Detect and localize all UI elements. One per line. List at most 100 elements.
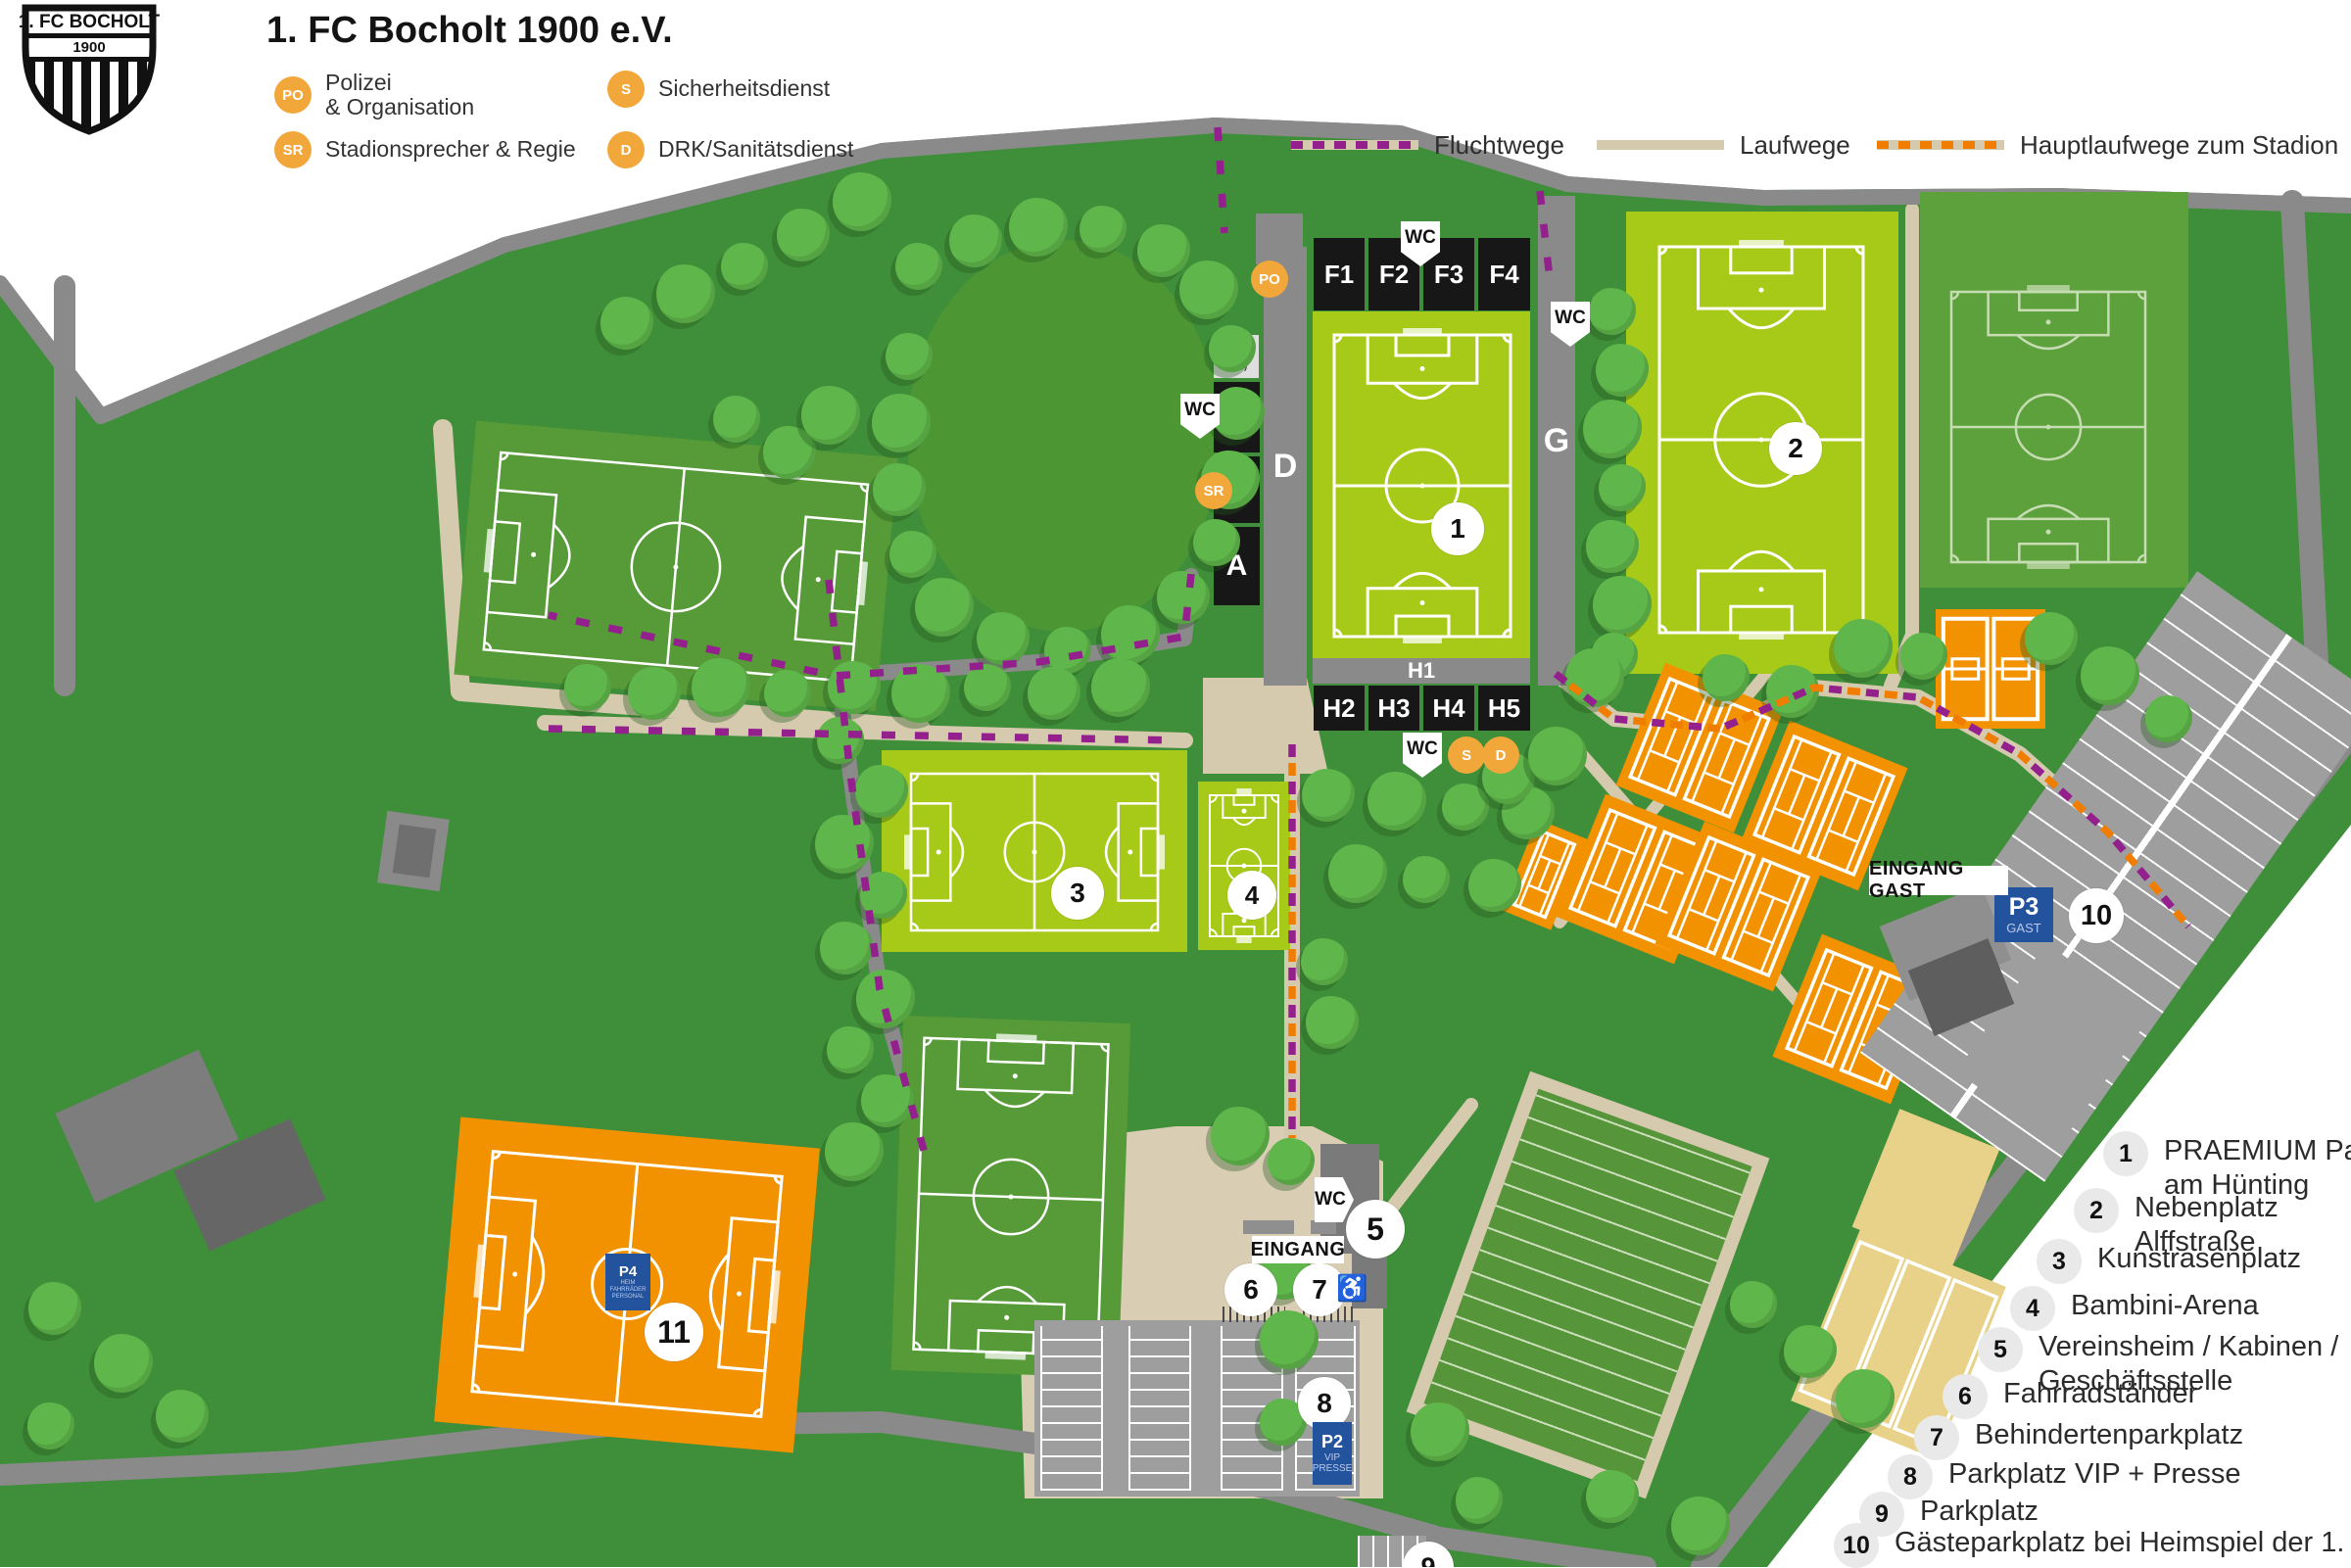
- stand-h2: H2: [1314, 686, 1365, 731]
- label-eingang-gast: EINGANG GAST: [1869, 858, 2008, 902]
- tree: [2145, 695, 2192, 742]
- sign-p3-line-2: GAST: [2006, 920, 2041, 935]
- tree: [713, 396, 760, 443]
- stand-h5: H5: [1478, 686, 1530, 731]
- stand-h4: H4: [1423, 686, 1474, 731]
- parking-p2-row-1: [1040, 1326, 1103, 1491]
- tree: [1302, 769, 1355, 822]
- tree: [27, 1402, 74, 1449]
- tree: [949, 214, 1002, 267]
- sign-p4-line-3: FAHRRÄDER: [609, 1286, 647, 1293]
- sign-p4-line-2: HEIM: [620, 1280, 636, 1287]
- tree: [1044, 627, 1091, 674]
- pitch-4: [1198, 782, 1290, 950]
- tree: [915, 578, 974, 637]
- tree: [1367, 772, 1426, 831]
- pitch-11: [434, 1117, 820, 1453]
- tree: [1671, 1497, 1730, 1555]
- tree: [1456, 1477, 1503, 1524]
- tree: [1179, 261, 1238, 319]
- marker-6: 6: [1224, 1263, 1277, 1316]
- marker-10: 10: [2069, 888, 2124, 943]
- marker-5: 5: [1346, 1200, 1405, 1259]
- pitch-2: [1626, 212, 1898, 674]
- tree: [1080, 206, 1127, 253]
- marker-1: 1: [1431, 502, 1484, 555]
- tree: [1403, 856, 1450, 903]
- sign-p2-line-3: PRESSE: [1312, 1462, 1353, 1474]
- pitch-3: [882, 750, 1187, 952]
- tree: [721, 243, 768, 290]
- tree: [1468, 859, 1521, 912]
- tree: [156, 1390, 209, 1443]
- tree: [1091, 658, 1150, 717]
- tree: [817, 717, 864, 764]
- tree: [1583, 400, 1642, 458]
- tree: [886, 333, 933, 380]
- tree: [1599, 464, 1646, 511]
- tree: [1586, 520, 1639, 573]
- tennis-court-t-single: [1500, 819, 1588, 930]
- tree: [1209, 325, 1256, 372]
- tree: [1260, 1310, 1319, 1369]
- tree: [872, 394, 931, 452]
- marker-8: 8: [1298, 1377, 1351, 1430]
- tree: [820, 922, 873, 974]
- marker-4: 4: [1227, 871, 1276, 920]
- tree: [1703, 654, 1750, 701]
- tree: [1028, 667, 1080, 720]
- parking-p2-row-2: [1128, 1326, 1191, 1491]
- tree: [1784, 1325, 1837, 1378]
- tree: [895, 243, 942, 290]
- pitch-right: [1920, 192, 2188, 588]
- tree: [1009, 198, 1068, 257]
- tree: [1211, 1107, 1270, 1165]
- stand-d: D: [1264, 247, 1307, 686]
- building-9: [1243, 1220, 1294, 1234]
- building-10: [1311, 1220, 1336, 1234]
- tree: [564, 664, 611, 711]
- tree: [1306, 996, 1359, 1049]
- marker-11: 11: [645, 1303, 703, 1361]
- tree: [827, 1026, 874, 1073]
- tree: [1411, 1402, 1469, 1461]
- service-badge-s: S: [1448, 736, 1485, 774]
- tree: [801, 386, 860, 445]
- pitch-left: [454, 420, 898, 712]
- tennis-court-t-d: [1655, 821, 1823, 991]
- pitch-1: [1313, 311, 1530, 658]
- stand-h3: H3: [1368, 686, 1419, 731]
- sign-p2-line-1: P2: [1320, 1432, 1344, 1452]
- tree: [815, 815, 874, 874]
- tree: [1268, 1138, 1315, 1185]
- tree: [964, 664, 1011, 711]
- tree: [763, 426, 816, 479]
- tree: [1137, 224, 1190, 277]
- wheelchair-icon: ♿: [1336, 1273, 1368, 1303]
- tree: [1836, 1369, 1895, 1428]
- tree: [600, 297, 653, 350]
- tree: [28, 1282, 81, 1335]
- marker-7: 7: [1293, 1263, 1346, 1316]
- tree: [1442, 784, 1489, 831]
- tree: [855, 765, 908, 818]
- tree: [1766, 665, 1819, 718]
- tree: [1212, 387, 1265, 440]
- tree: [1328, 844, 1387, 903]
- service-badge-sr: SR: [1195, 472, 1232, 509]
- tree: [1528, 727, 1587, 785]
- label-eingang: EINGANG: [1251, 1236, 1345, 1263]
- service-badge-po: PO: [1251, 261, 1288, 298]
- tree: [628, 667, 681, 720]
- tree: [825, 1122, 884, 1181]
- tree: [1301, 938, 1348, 985]
- marker-2: 2: [1769, 422, 1822, 475]
- tree: [977, 612, 1030, 665]
- stand-h1: H1: [1313, 658, 1530, 684]
- tennis-court-t-c: [1740, 720, 1908, 890]
- sign-p3-line-1: P3: [2008, 893, 2039, 922]
